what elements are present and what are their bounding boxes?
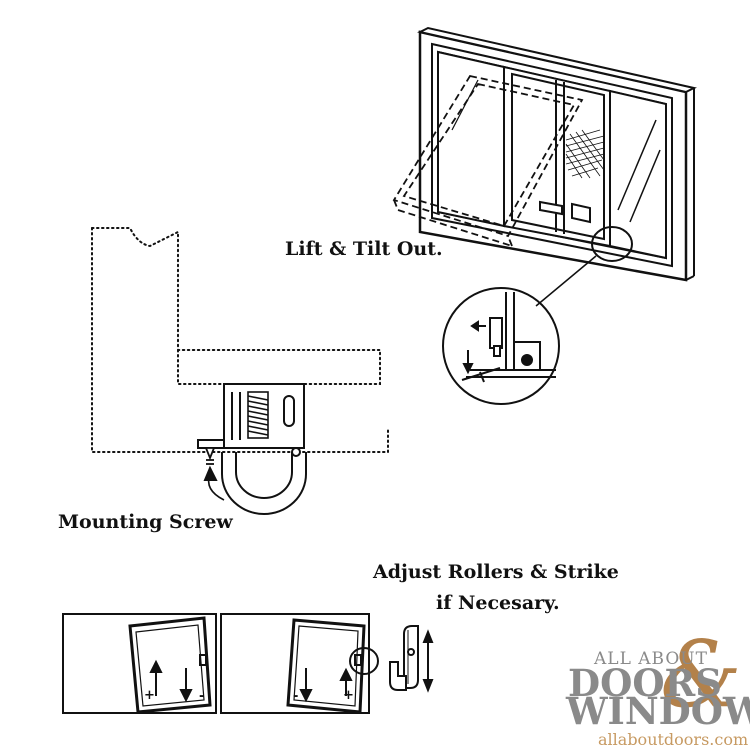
window-frame-inner (431, 42, 673, 268)
plus-sign-left: + (144, 688, 155, 703)
adjust-label-line2: if Necesary. (436, 592, 560, 614)
brand-logo: & ALL ABOUT DOORS WINDOWS allaboutdoors.… (565, 621, 750, 749)
brand-line1: ALL ABOUT (593, 649, 708, 669)
window-sash-right (609, 89, 667, 260)
brand-windows: WINDOWS (565, 689, 750, 733)
strike-detail-circle (349, 647, 379, 675)
latch-detail (442, 287, 560, 405)
door-panel-left-view (62, 613, 217, 714)
window-illustration (392, 26, 697, 307)
adjustment-spring (247, 391, 269, 439)
window-handle (539, 200, 563, 216)
window-sash-left (437, 50, 505, 228)
adjustment-slot (283, 395, 295, 427)
detail-marker-circle (591, 226, 633, 262)
tilted-door-left (128, 616, 212, 714)
strike-hardware (389, 625, 434, 693)
tilted-panel-dashed (392, 74, 584, 247)
tilted-door-right (286, 618, 366, 714)
latch-body (489, 317, 503, 349)
brand-doors: DOORS (568, 661, 722, 705)
door-panel-right-view (220, 613, 379, 714)
mounting-flange (197, 439, 225, 449)
plus-sign-right: + (343, 688, 354, 703)
brand-url: allaboutdoors.com (598, 730, 748, 749)
screen-mesh (565, 129, 605, 179)
latch-detail-circle (442, 287, 560, 405)
door-section-dotted (91, 227, 389, 453)
minus-sign-right: - (293, 689, 298, 704)
adjust-label-line1: Adjust Rollers & Strike (372, 561, 619, 583)
roller-assembly (197, 383, 307, 515)
brand-ampersand: & (660, 621, 742, 728)
lift-tilt-label: Lift & Tilt Out. (285, 238, 443, 260)
roller-wheel (221, 452, 307, 515)
mounting-screw-icon (204, 447, 216, 465)
minus-sign-left: - (199, 689, 204, 704)
mounting-screw-label: Mounting Screw (58, 511, 233, 533)
